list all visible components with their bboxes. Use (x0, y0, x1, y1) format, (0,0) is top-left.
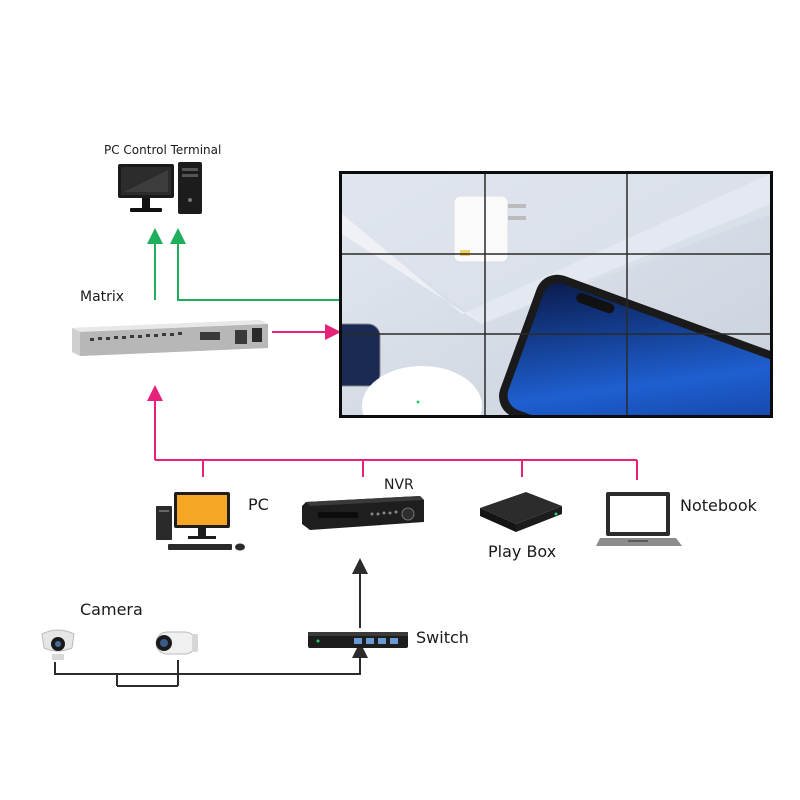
camera-label: Camera (80, 600, 143, 619)
matrix-switcher-icon (72, 320, 268, 356)
nvr-label: NVR (384, 477, 414, 493)
nvr-icon (302, 496, 424, 530)
smartphone-left (342, 323, 381, 387)
pc-control-terminal-icon (118, 162, 202, 214)
pc-label: PC (248, 495, 269, 514)
bullet-camera-icon (155, 631, 198, 655)
network-switch-icon (308, 632, 408, 648)
play-box-label: Play Box (488, 542, 557, 561)
pc-control-terminal-label: PC Control Terminal (104, 143, 222, 157)
switch-label: Switch (416, 628, 469, 647)
earbuds-case (362, 366, 482, 415)
charger-cube (453, 195, 509, 263)
matrix-label: Matrix (80, 289, 125, 305)
dome-camera-icon (41, 629, 75, 660)
notebook-label: Notebook (680, 496, 757, 515)
video-wall-display (339, 171, 773, 418)
green-link-wall-to-terminal (170, 228, 342, 301)
black-link-cameras-to-switch (54, 642, 368, 675)
play-box-icon (480, 492, 562, 532)
video-wall-content (342, 174, 770, 415)
notebook-icon (596, 492, 682, 546)
pc-icon (156, 492, 245, 551)
